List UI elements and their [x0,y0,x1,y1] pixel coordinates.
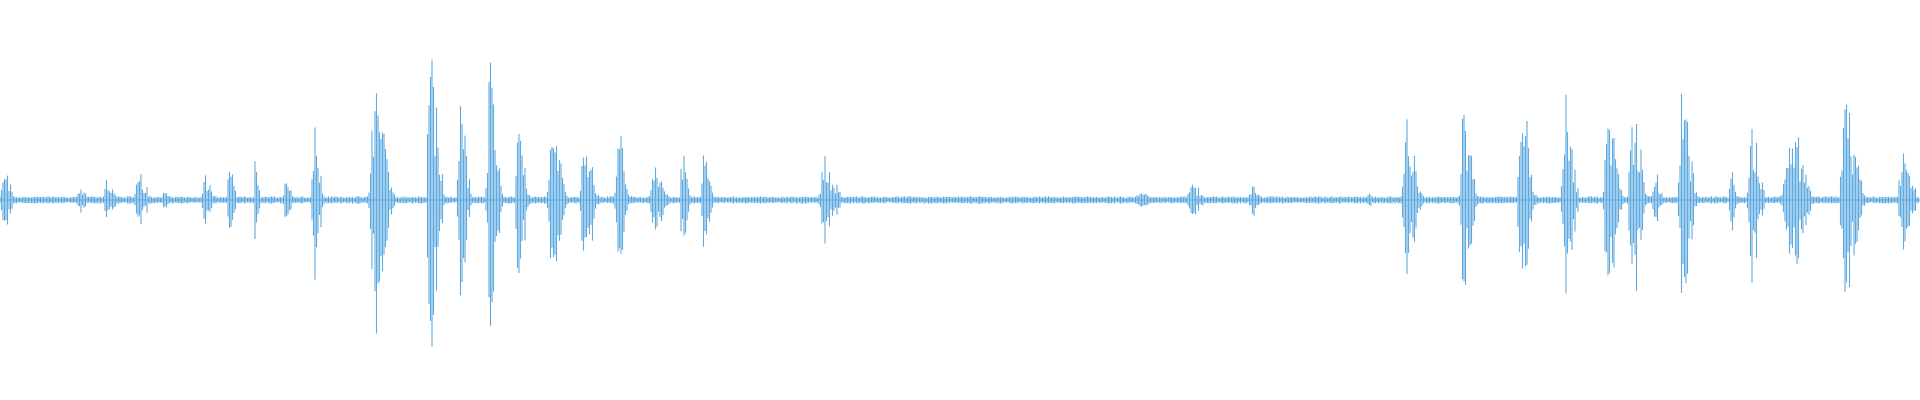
waveform-burst-12 [426,25,445,375]
waveform-burst-2 [77,185,92,215]
waveform-burst-8 [253,143,261,257]
waveform-burst-22 [818,158,845,242]
waveform-burst-21 [701,143,714,257]
waveform-burst-19 [649,166,672,234]
waveform-burst-23 [1133,192,1168,207]
waveform-burst-32 [1628,82,1647,318]
waveform-burst-15 [515,90,530,310]
waveform-burst-6 [202,166,215,234]
waveform-burst-37 [1782,105,1815,295]
waveform-burst-16 [547,101,568,299]
waveform-burst-7 [227,162,239,238]
waveform-burst-27 [1402,116,1425,283]
waveform-burst-1 [0,158,15,242]
waveform-burst-29 [1517,75,1536,326]
waveform-burst-39 [1897,143,1920,257]
waveform-burst-13 [457,101,472,299]
waveform-burst-24 [1187,181,1210,219]
waveform-burst-30 [1561,90,1580,310]
waveform-burst-3 [104,173,119,226]
waveform-burst-20 [680,143,692,257]
waveform-burst-9 [282,173,295,226]
waveform-burst-25 [1248,181,1263,219]
waveform-burst-26 [1363,192,1382,207]
waveform-burst-11 [369,75,396,326]
waveform-burst-38 [1839,97,1866,302]
waveform-burst-4 [134,170,153,231]
waveform-burst-10 [311,109,324,291]
waveform-burst-33 [1651,170,1666,231]
waveform-samples [0,25,1920,375]
waveform-burst-18 [614,120,629,280]
waveform-burst-5 [161,189,173,212]
waveform-burst-36 [1747,116,1766,283]
waveform-path [0,59,1920,347]
waveform-burst-17 [580,105,599,295]
waveform-burst-35 [1728,162,1740,238]
waveform-burst-31 [1603,94,1624,307]
waveform-burst-28 [1459,94,1478,307]
waveform-burst-14 [486,63,503,337]
waveform-burst-34 [1678,63,1697,337]
